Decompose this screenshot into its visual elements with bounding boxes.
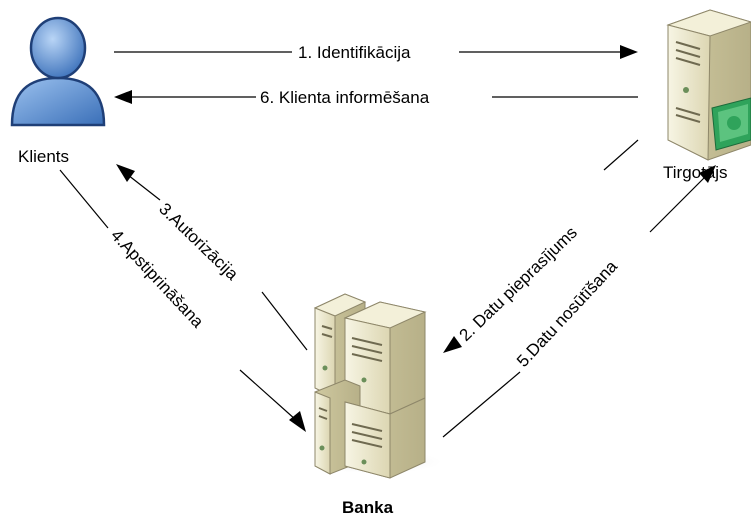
client-user-icon bbox=[10, 16, 106, 127]
arrowhead-up-right-icon bbox=[699, 165, 716, 183]
arrowhead-up-left-icon bbox=[116, 164, 135, 182]
money-icon bbox=[711, 97, 751, 151]
arrowhead-left-icon bbox=[114, 90, 132, 104]
bank-label: Banka bbox=[342, 498, 394, 517]
edge-data-request: 2. Datu pieprasījums bbox=[443, 139, 639, 353]
edge-client-notification: 6. Klienta informēšana bbox=[114, 88, 638, 107]
edge-label-6: 6. Klienta informēšana bbox=[260, 88, 430, 107]
edge-data-sending: 5.Datu nosūtīšana bbox=[442, 165, 716, 438]
edge-label-3: 3.Autorizācija bbox=[155, 199, 242, 284]
merchant-server-icon bbox=[666, 9, 751, 161]
arrowhead-down-right-icon bbox=[289, 411, 306, 432]
client-label: Klients bbox=[18, 147, 69, 166]
arrowhead-right-icon bbox=[620, 45, 638, 59]
edge-label-1: 1. Identifikācija bbox=[298, 43, 411, 62]
arrowhead-down-left-icon bbox=[443, 336, 462, 353]
merchant-label: Tirgotājs bbox=[663, 163, 728, 182]
edge-identification: 1. Identifikācija bbox=[114, 43, 638, 62]
bank-server-cluster-icon bbox=[305, 293, 445, 479]
